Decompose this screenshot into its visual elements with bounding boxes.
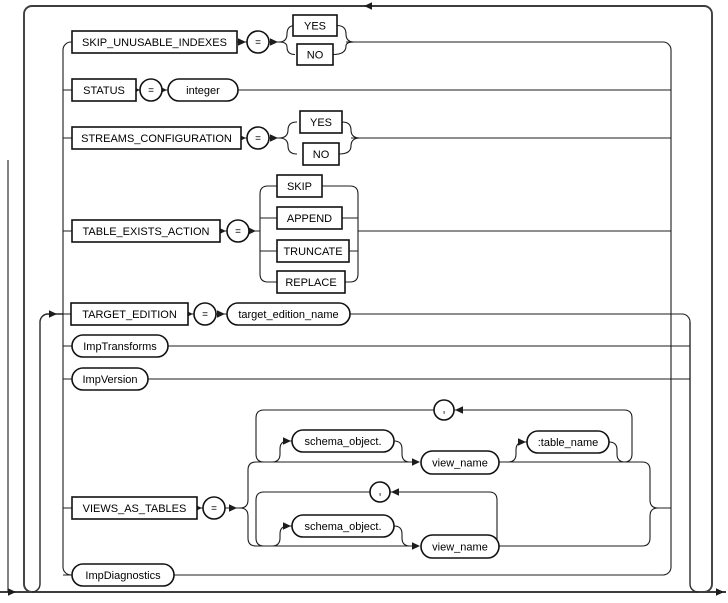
- comma-nodes: , ,: [369, 399, 455, 503]
- equals-circle-2-label: =: [148, 86, 154, 97]
- variable-schema-object-2-label: schema_object.: [304, 521, 381, 533]
- variable-target-edition-name: [226, 302, 351, 326]
- variable-integer-label: integer: [186, 85, 220, 97]
- subclause-imp-diagnostics-label: ImpDiagnostics: [85, 570, 161, 582]
- comma-circle-2-label: ,: [378, 486, 381, 498]
- keyword-yes-1: [292, 14, 338, 37]
- comma-circle-2: [369, 481, 391, 503]
- equals-circle-3-label: =: [255, 134, 261, 145]
- keyword-status-label: STATUS: [83, 85, 125, 97]
- variable-schema-object-2: [291, 514, 395, 538]
- keyword-yes-1-label: YES: [304, 21, 326, 33]
- keyword-views-as-tables-label: VIEWS_AS_TABLES: [83, 503, 187, 515]
- variable-view-name-1: [420, 450, 500, 475]
- subclause-imp-version-label: ImpVersion: [82, 374, 137, 386]
- keyword-append-label: APPEND: [287, 213, 332, 225]
- keyword-yes-2-label: YES: [310, 117, 332, 129]
- keyword-streams-configuration: [71, 126, 242, 150]
- keyword-truncate-label: TRUNCATE: [283, 246, 342, 258]
- branch-stack-vertical: [62, 41, 72, 576]
- variable-nodes: integer target_edition_name ImpTransform…: [71, 78, 610, 587]
- keyword-table-exists-action: [71, 219, 221, 243]
- subclause-imp-version: [71, 367, 149, 391]
- row8-alt1-connectors: [255, 409, 659, 509]
- keyword-replace: [276, 270, 346, 294]
- variable-view-name-1-label: view_name: [432, 458, 488, 470]
- keyword-replace-label: REPLACE: [285, 277, 336, 289]
- keyword-no-1: [296, 43, 334, 66]
- equals-nodes: = = = = = =: [139, 30, 270, 520]
- keyword-target-edition: [70, 302, 189, 326]
- variable-table-name-label: :table_name: [538, 437, 599, 449]
- keyword-status: [71, 78, 137, 102]
- keyword-streams-configuration-label: STREAMS_CONFIGURATION: [81, 133, 232, 145]
- row4-connectors: [220, 185, 671, 283]
- variable-view-name-2: [420, 534, 500, 559]
- equals-circle-1-label: =: [255, 38, 261, 49]
- equals-circle-1: [246, 30, 270, 54]
- variable-schema-object-1-label: schema_object.: [304, 436, 381, 448]
- top-loop-arrow: [364, 2, 372, 10]
- outer-loop-border: [0, 5, 726, 593]
- subclause-imp-transforms-label: ImpTransforms: [83, 341, 157, 353]
- keyword-append: [276, 206, 343, 230]
- keyword-no-2-label: NO: [313, 149, 330, 161]
- equals-circle-6: [202, 496, 226, 520]
- keyword-no-1-label: NO: [307, 50, 324, 62]
- variable-view-name-2-label: view_name: [432, 542, 488, 554]
- equals-circle-2: [139, 78, 163, 102]
- variable-schema-object-1: [291, 429, 395, 453]
- keyword-table-exists-action-label: TABLE_EXISTS_ACTION: [83, 226, 210, 238]
- keyword-target-edition-label: TARGET_EDITION: [82, 309, 177, 321]
- arrowheads: [8, 2, 724, 596]
- comma-circle-1: [433, 399, 455, 421]
- equals-circle-4-label: =: [235, 227, 241, 238]
- variable-table-name: [526, 430, 610, 454]
- keyword-skip-label: SKIP: [287, 181, 312, 193]
- keyword-skip-unusable-indexes-label: SKIP_UNUSABLE_INDEXES: [82, 37, 227, 49]
- equals-circle-4: [226, 219, 250, 243]
- row8-alt2-connectors: [255, 491, 671, 547]
- keyword-views-as-tables: [71, 496, 198, 520]
- variable-integer: [167, 78, 239, 102]
- keyword-skip-unusable-indexes: [71, 30, 238, 54]
- equals-circle-5-label: =: [202, 310, 208, 321]
- equals-circle-6-label: =: [211, 504, 217, 515]
- subclause-imp-diagnostics: [71, 563, 175, 587]
- subclause-imp-transforms: [71, 334, 169, 358]
- equals-circle-5: [193, 302, 217, 326]
- comma-circle-1-label: ,: [442, 404, 445, 416]
- equals-circle-3: [246, 126, 270, 150]
- keyword-skip: [276, 174, 323, 198]
- variable-target-edition-name-label: target_edition_name: [238, 309, 338, 321]
- keyword-truncate: [276, 239, 350, 263]
- keyword-nodes: SKIP_UNUSABLE_INDEXES YES NO STATUS STRE…: [70, 14, 350, 520]
- keyword-no-2: [302, 142, 340, 166]
- keyword-yes-2: [299, 110, 343, 134]
- loop-risers: [31, 313, 699, 593]
- right-collector: [174, 41, 672, 576]
